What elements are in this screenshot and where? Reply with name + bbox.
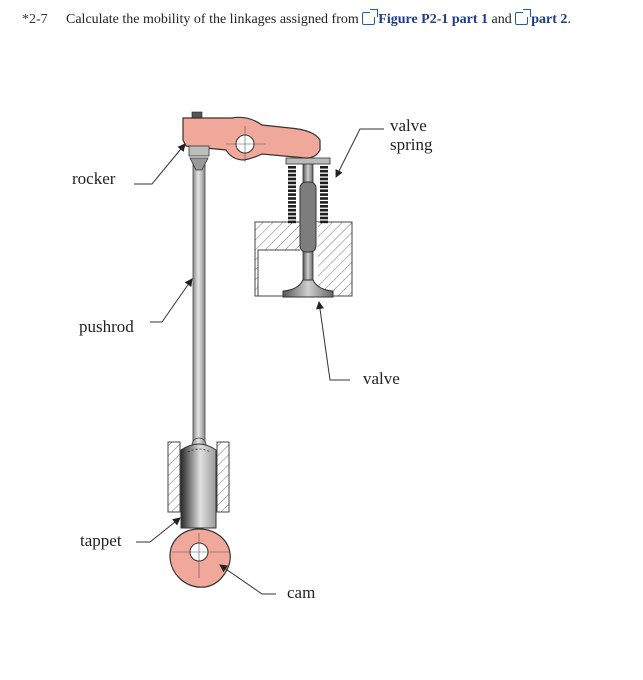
spring-coil bbox=[320, 189, 328, 192]
label-rocker: rocker bbox=[72, 169, 116, 188]
spring-coil bbox=[320, 166, 328, 169]
label-cam: cam bbox=[287, 583, 315, 602]
spring-coil bbox=[320, 177, 328, 181]
pushrod bbox=[189, 157, 209, 453]
external-link-icon bbox=[362, 9, 379, 25]
spring-coil bbox=[288, 185, 296, 189]
leader-lines bbox=[134, 128, 384, 595]
rocker-arm bbox=[182, 111, 321, 162]
spring-coil bbox=[320, 216, 328, 220]
valve-spring bbox=[285, 157, 331, 224]
label-tappet: tappet bbox=[80, 531, 122, 550]
label-valve-spring-line1: valve bbox=[390, 116, 427, 135]
figure-link-part1[interactable]: Figure P2-1 part 1 bbox=[362, 9, 489, 27]
spring-coil bbox=[320, 220, 328, 224]
problem-statement: *2-7 Calculate the mobility of the linkag… bbox=[22, 9, 571, 28]
spring-coil bbox=[320, 208, 328, 212]
spring-coil bbox=[288, 212, 296, 216]
problem-text-before: Calculate the mobility of the linkages a… bbox=[66, 12, 363, 27]
spring-coil bbox=[320, 201, 328, 204]
spring-coil bbox=[320, 197, 328, 200]
problem-number: *2-7 bbox=[22, 12, 48, 27]
label-valve: valve bbox=[363, 369, 400, 388]
tappet-guide bbox=[167, 441, 230, 513]
spring-coil bbox=[288, 177, 296, 181]
spring-coil bbox=[288, 169, 296, 173]
spring-coil bbox=[320, 212, 328, 216]
problem-text-after: . bbox=[567, 12, 571, 27]
external-link-icon bbox=[515, 9, 532, 25]
spring-coil bbox=[288, 205, 296, 208]
spring-coil bbox=[288, 220, 296, 224]
spring-coil bbox=[320, 169, 328, 173]
spring-coil bbox=[288, 208, 296, 212]
spring-coil bbox=[320, 181, 328, 185]
spring-coil bbox=[288, 193, 296, 196]
cam bbox=[169, 528, 231, 588]
valve-guide bbox=[299, 181, 317, 253]
spring-coil bbox=[288, 166, 296, 169]
spring-coil bbox=[288, 216, 296, 220]
spring-coil bbox=[288, 181, 296, 185]
spring-coil bbox=[320, 185, 328, 189]
spring-coil bbox=[288, 173, 296, 177]
problem-text-mid: and bbox=[488, 12, 516, 27]
spring-coil bbox=[320, 205, 328, 208]
figure-link-part2[interactable]: part 2 bbox=[515, 9, 568, 27]
figure-link-part1-label: Figure P2-1 part 1 bbox=[378, 12, 489, 27]
label-valve-spring-line2: spring bbox=[390, 135, 433, 154]
tappet bbox=[180, 443, 217, 529]
spring-coil bbox=[320, 173, 328, 177]
figure-link-part2-label: part 2 bbox=[531, 12, 568, 27]
spring-coil bbox=[320, 193, 328, 196]
spring-coil bbox=[288, 201, 296, 204]
spring-coil bbox=[288, 197, 296, 200]
spring-coil bbox=[288, 189, 296, 192]
label-pushrod: pushrod bbox=[79, 317, 134, 336]
